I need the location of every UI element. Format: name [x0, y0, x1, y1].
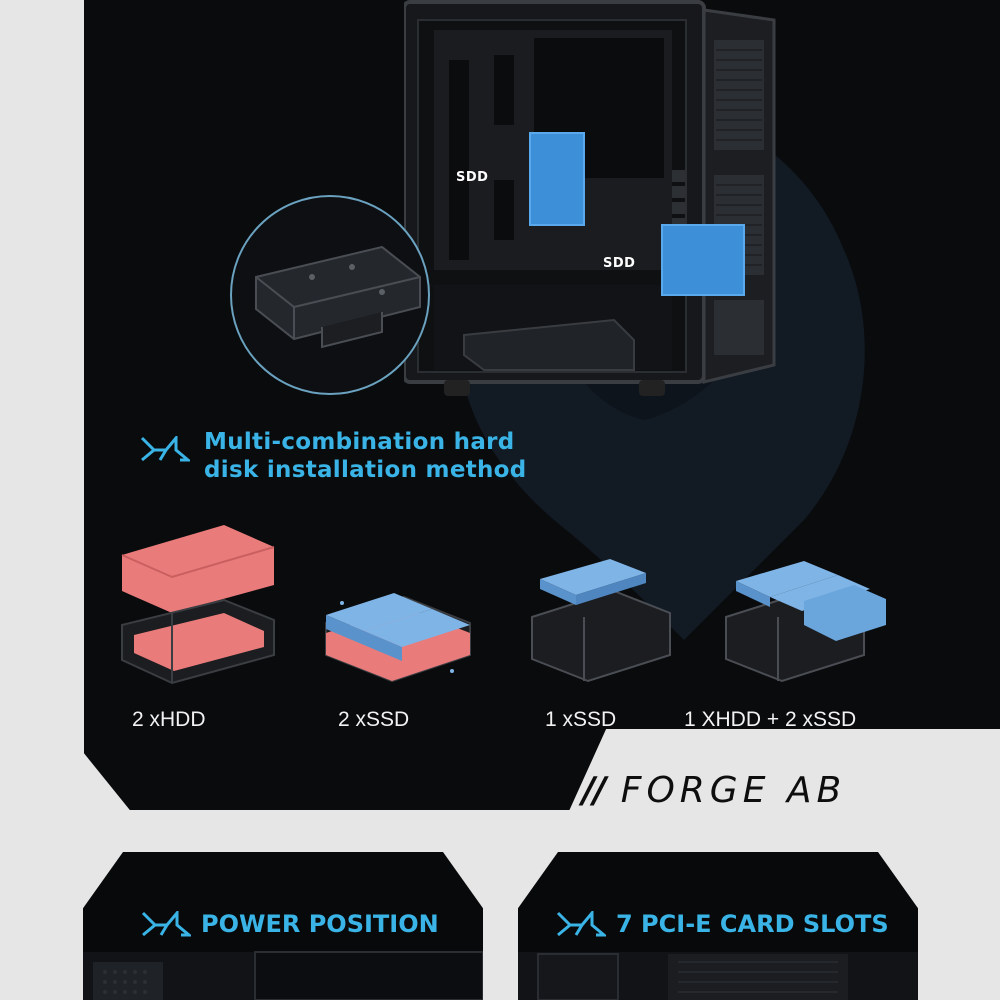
pc-case-image: [404, 0, 776, 396]
feature-title-line2: disk installation method: [204, 457, 527, 483]
pcie-slots-image: [518, 952, 918, 1000]
feature-title-line1: Multi-combination hard: [204, 429, 515, 455]
drive-cage-icon: [255, 245, 421, 349]
option-label-2xhdd: 2 xHDD: [132, 708, 206, 731]
drive-cage-callout: [230, 195, 430, 395]
lower-ssd-label: SDD: [603, 256, 636, 271]
brand-name: FORGE AB: [620, 770, 847, 811]
brand-wordmark: // FORGE AB: [582, 770, 846, 811]
pcie-slots-heading: 7 PCI-E CARD SLOTS: [556, 910, 889, 938]
feature-heading: Multi-combination hard disk installation…: [140, 428, 527, 484]
brand-logo-icon: [141, 911, 191, 937]
upper-ssd-label: SDD: [456, 170, 489, 185]
option-label-2xssd: 2 xSSD: [338, 708, 410, 731]
main-feature-panel: SDD SDD Multi-combination hard disk inst…: [84, 0, 1000, 810]
installation-options-illustrations: [121, 525, 886, 685]
power-position-card: POWER POSITION: [83, 852, 483, 1000]
power-position-image: [83, 951, 483, 1000]
brand-logo-icon: [556, 911, 606, 937]
pcie-slots-card: 7 PCI-E CARD SLOTS: [518, 852, 918, 1000]
brand-slash: //: [582, 770, 606, 811]
brand-logo-icon: [140, 436, 190, 462]
pcie-slots-title: 7 PCI-E CARD SLOTS: [616, 910, 889, 938]
option-label-1xhdd-2xssd: 1 XHDD + 2 xSSD: [684, 708, 857, 731]
power-position-heading: POWER POSITION: [141, 910, 439, 938]
power-position-title: POWER POSITION: [201, 910, 439, 938]
option-2xhdd-image: [121, 525, 275, 685]
option-label-1xssd: 1 xSSD: [545, 708, 617, 731]
